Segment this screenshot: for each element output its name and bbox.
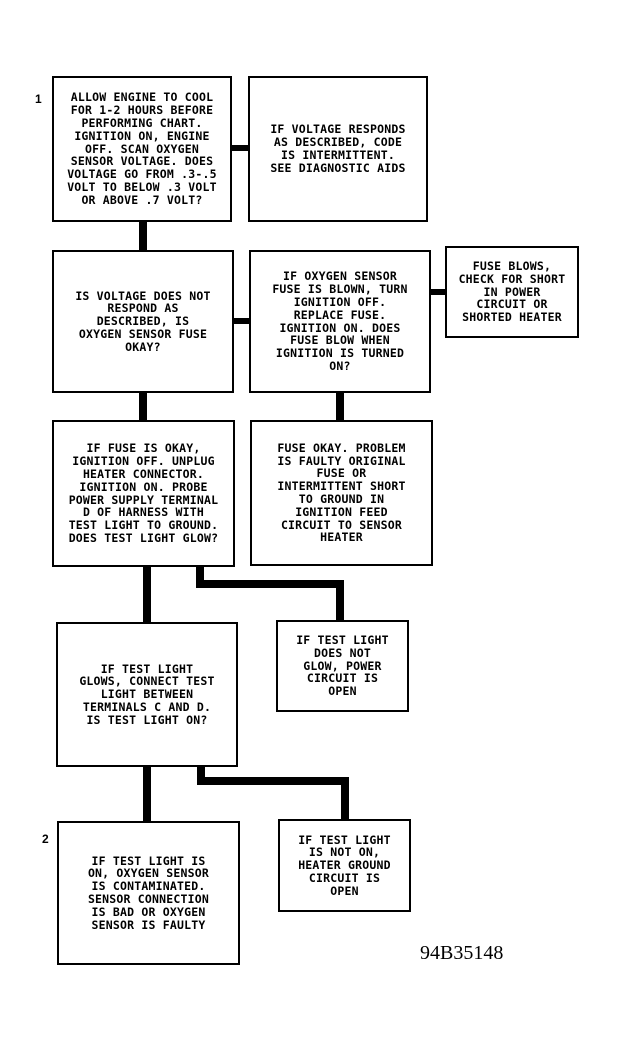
- box-power-circuit-open-text: IF TEST LIGHT DOES NOT GLOW, POWER CIRCU…: [296, 633, 389, 699]
- box-check-voltage: ALLOW ENGINE TO COOL FOR 1-2 HOURS BEFOR…: [52, 76, 232, 222]
- step-number-2: 2: [42, 832, 49, 846]
- step-number-1: 1: [35, 92, 42, 106]
- box-fuse-blows-text: FUSE BLOWS, CHECK FOR SHORT IN POWER CIR…: [458, 259, 566, 325]
- box-faulty-fuse-text: FUSE OKAY. PROBLEM IS FAULTY ORIGINAL FU…: [277, 440, 406, 545]
- box-connect-test-light-text: IF TEST LIGHT GLOWS, CONNECT TEST LIGHT …: [79, 661, 215, 727]
- box-faulty-fuse: FUSE OKAY. PROBLEM IS FAULTY ORIGINAL FU…: [250, 420, 433, 566]
- box-fuse-blown-text: IF OXYGEN SENSOR FUSE IS BLOWN, TURN IGN…: [272, 269, 408, 373]
- connector-b6-b9: [196, 566, 344, 620]
- box-ground-circuit-open: IF TEST LIGHT IS NOT ON, HEATER GROUND C…: [278, 819, 411, 912]
- box-sensor-faulty: IF TEST LIGHT IS ON, OXYGEN SENSOR IS CO…: [57, 821, 240, 965]
- box-connect-test-light: IF TEST LIGHT GLOWS, CONNECT TEST LIGHT …: [56, 622, 238, 767]
- box-fuse-okay-question: IS VOLTAGE DOES NOT RESPOND AS DESCRIBED…: [52, 250, 234, 393]
- box-probe-terminal-d: IF FUSE IS OKAY, IGNITION OFF. UNPLUG HE…: [52, 420, 235, 567]
- box-check-voltage-text: ALLOW ENGINE TO COOL FOR 1-2 HOURS BEFOR…: [67, 90, 217, 207]
- box-fuse-blows: FUSE BLOWS, CHECK FOR SHORT IN POWER CIR…: [445, 246, 579, 338]
- box-fuse-okay-question-text: IS VOLTAGE DOES NOT RESPOND AS DESCRIBED…: [75, 288, 211, 354]
- box-fuse-blown: IF OXYGEN SENSOR FUSE IS BLOWN, TURN IGN…: [249, 250, 431, 393]
- box-code-intermittent-text: IF VOLTAGE RESPONDS AS DESCRIBED, CODE I…: [270, 122, 406, 175]
- box-ground-circuit-open-text: IF TEST LIGHT IS NOT ON, HEATER GROUND C…: [298, 832, 391, 898]
- box-sensor-faulty-text: IF TEST LIGHT IS ON, OXYGEN SENSOR IS CO…: [87, 853, 210, 932]
- box-code-intermittent: IF VOLTAGE RESPONDS AS DESCRIBED, CODE I…: [248, 76, 428, 222]
- box-probe-terminal-d-text: IF FUSE IS OKAY, IGNITION OFF. UNPLUG HE…: [68, 441, 219, 545]
- connector-b8-b11: [197, 766, 349, 819]
- figure-id: 94B35148: [420, 942, 504, 964]
- box-power-circuit-open: IF TEST LIGHT DOES NOT GLOW, POWER CIRCU…: [276, 620, 409, 712]
